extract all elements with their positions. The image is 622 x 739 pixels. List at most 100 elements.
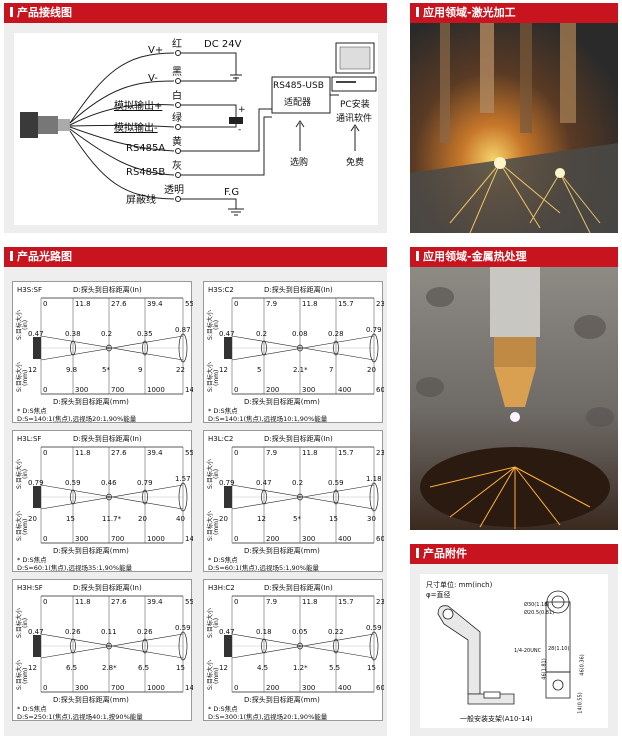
top-tick-label: 11.8 bbox=[302, 598, 318, 606]
section-header-wiring: 产品接线图 bbox=[4, 3, 387, 23]
spot-ellipse bbox=[178, 631, 188, 661]
chart-model: H3S:SF bbox=[17, 286, 42, 294]
plus-sign: + bbox=[238, 105, 246, 115]
section-header-laser: 应用领域-激光加工 bbox=[410, 3, 618, 23]
laser-photo-svg bbox=[410, 23, 618, 233]
bottom-tick-label: 300 bbox=[75, 684, 88, 692]
bottom-tick-label: 200 bbox=[266, 684, 279, 692]
spot-size-in: 0.47 bbox=[28, 330, 44, 338]
spot-size-in: 0.35 bbox=[137, 330, 153, 338]
spot-size-mm: 20 bbox=[219, 515, 228, 523]
spot-ellipse bbox=[261, 489, 267, 505]
y-label-mm: S:目标大小 bbox=[15, 660, 23, 690]
section-header-heat: 应用领域-金属热处理 bbox=[410, 247, 618, 267]
analog-meter bbox=[229, 117, 243, 124]
bottom-tick-label: 1000 bbox=[147, 535, 165, 543]
spot-size-in: 0.28 bbox=[328, 330, 344, 338]
spot-ellipse bbox=[297, 642, 303, 650]
y-label-mm-unit: (mm) bbox=[22, 370, 29, 386]
bottom-tick-label: 0 bbox=[43, 535, 47, 543]
top-tick-label: 11.8 bbox=[302, 300, 318, 308]
y-label-mm-unit: (mm) bbox=[22, 668, 29, 684]
chart-bottom-title: D:探头到目标距离(mm) bbox=[244, 695, 320, 704]
bottom-tick-label: 1000 bbox=[147, 684, 165, 692]
spot-ellipse bbox=[261, 340, 267, 356]
spot-size-mm: 9.8 bbox=[66, 366, 77, 374]
spot-ellipse bbox=[333, 638, 339, 654]
spot-size-mm: 11.7* bbox=[102, 515, 122, 523]
y-label-in: S:目标大小 bbox=[206, 310, 214, 340]
header-bar-icon bbox=[10, 251, 13, 261]
bottom-tick-label: 300 bbox=[302, 535, 315, 543]
spot-size-mm: 30 bbox=[367, 515, 376, 523]
spot-size-in: 1.18 bbox=[366, 475, 382, 483]
chart-top-title: D:探头到目标距离(In) bbox=[73, 285, 142, 294]
chart-top-title: D:探头到目标距离(In) bbox=[264, 583, 333, 592]
wire-name: RS485B bbox=[126, 167, 166, 178]
header-bar-icon bbox=[416, 548, 419, 558]
bottom-tick-label: 400 bbox=[338, 684, 351, 692]
y-label-mm: S:目标大小 bbox=[15, 511, 23, 541]
top-tick-label: 27.6 bbox=[111, 300, 127, 308]
y-label-in-unit: (in) bbox=[213, 618, 220, 628]
y-label-mm-unit: (mm) bbox=[213, 668, 220, 684]
chart-bottom-title: D:探头到目标距离(mm) bbox=[53, 546, 129, 555]
spot-size-mm: 40 bbox=[176, 515, 185, 523]
wire-name: RS485A bbox=[126, 143, 166, 154]
top-tick-label: 11.8 bbox=[75, 300, 91, 308]
spot-size-in: 0.87 bbox=[175, 326, 191, 334]
top-tick-label: 0 bbox=[234, 300, 238, 308]
spot-ellipse bbox=[369, 333, 379, 363]
spot-size-mm: 12 bbox=[219, 664, 228, 672]
wire-color: 红 bbox=[172, 39, 182, 50]
probe-icon bbox=[33, 337, 41, 359]
top-tick-label: 0 bbox=[43, 300, 47, 308]
bottom-tick-label: 700 bbox=[111, 684, 124, 692]
wiring-diagram: V+ V- 模拟输出+ 模拟输出- RS485A RS485B 屏蔽线 红 黑 … bbox=[14, 33, 378, 225]
y-label-in: S:目标大小 bbox=[15, 608, 23, 638]
chart-note: D:S=140:1(焦点),远视场10:1,90%能量 bbox=[208, 414, 328, 423]
section-title: 产品光路图 bbox=[17, 250, 72, 263]
spot-ellipse bbox=[70, 638, 76, 654]
dim-label: 1/4-20UNC bbox=[514, 648, 542, 654]
spot-ellipse bbox=[70, 489, 76, 505]
spot-size-in: 0.08 bbox=[292, 330, 308, 338]
wire-color: 黑 bbox=[172, 67, 182, 78]
top-tick-label: 27.6 bbox=[111, 598, 127, 606]
top-tick-label: 15.7 bbox=[338, 449, 354, 457]
accessory-drawing: 尺寸单位: mm(inch) φ=直径 Ø30(1.18) Ø20.5(0.81… bbox=[420, 574, 608, 728]
y-label-in: S:目标大小 bbox=[206, 459, 214, 489]
wire-name: 模拟输出- bbox=[114, 123, 158, 134]
chart-note: D:S=300:1(焦点),远视场20:1,90%能量 bbox=[208, 712, 328, 721]
spot-ellipse bbox=[142, 340, 148, 356]
spot-ellipse bbox=[178, 333, 188, 363]
chart-top-title: D:探头到目标距离(In) bbox=[73, 583, 142, 592]
free-label: 免费 bbox=[346, 158, 365, 168]
probe-collar bbox=[38, 116, 58, 134]
caption: 一般安装支架(A10-14) bbox=[460, 715, 533, 723]
wire-color: 绿 bbox=[172, 113, 182, 124]
dim-label: Ø30(1.18) bbox=[524, 602, 550, 608]
spot-size-in: 0.26 bbox=[65, 628, 81, 636]
bottom-tick-label: 1400 bbox=[185, 386, 193, 394]
spot-size-in: 0.2 bbox=[292, 479, 303, 487]
chart-note: D:S=250:1(焦点),远视场40:1,按90%能量 bbox=[17, 712, 143, 721]
chart-top-title: D:探头到目标距离(In) bbox=[264, 434, 333, 443]
spot-size-in: 0.79 bbox=[28, 479, 44, 487]
section-title: 应用领域-金属热处理 bbox=[423, 250, 527, 263]
chart-bottom-title: D:探头到目标距离(mm) bbox=[244, 397, 320, 406]
probe-icon bbox=[224, 635, 232, 657]
y-label-mm-unit: (mm) bbox=[213, 519, 220, 535]
y-label-in-unit: (in) bbox=[213, 469, 220, 479]
y-label-in: S:目标大小 bbox=[15, 459, 23, 489]
optional-label: 选购 bbox=[290, 158, 309, 168]
chart-model: H3L:SF bbox=[17, 435, 41, 443]
minus-sign: - bbox=[238, 125, 242, 135]
dim-label: 14(0.55) bbox=[577, 692, 584, 714]
